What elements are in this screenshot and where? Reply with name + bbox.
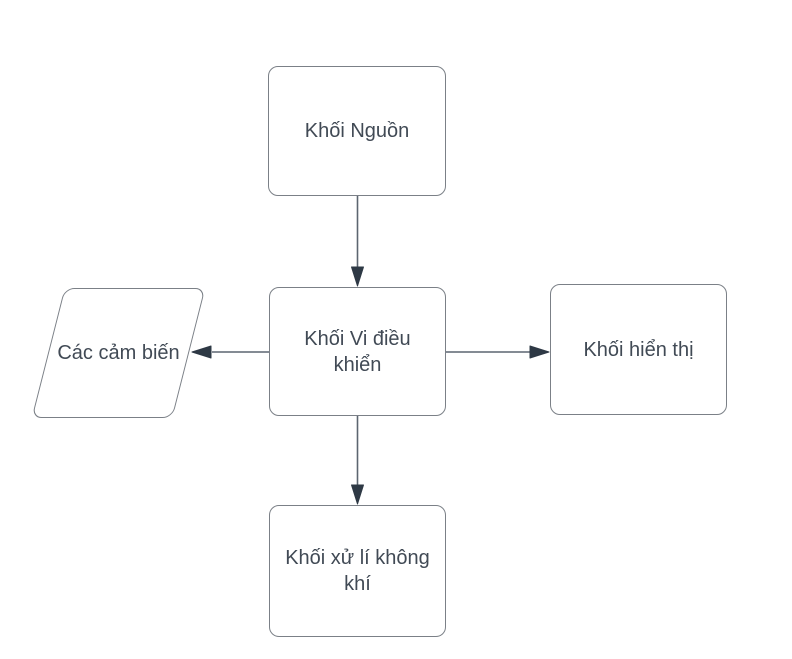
node-sensors-parallelogram	[31, 288, 206, 418]
node-power-label: Khối Nguồn	[304, 120, 410, 142]
node-display-block: Khối hiển thị	[550, 284, 727, 415]
arrowhead-right-icon	[529, 345, 550, 359]
arrowhead-left-icon	[191, 345, 212, 359]
arrowhead-down-icon	[351, 484, 364, 505]
arrow-power-to-mcu	[351, 196, 364, 287]
node-air-processing-label: Khối xử lí không khí	[285, 547, 430, 595]
node-display-label: Khối hiển thị	[583, 338, 694, 361]
arrowhead-down-icon	[351, 266, 364, 287]
node-air-processing-block: Khối xử lí không khí	[269, 505, 446, 637]
node-microcontroller-block: Khối Vi điều khiển	[269, 287, 446, 416]
node-power-block: Khối Nguồn	[268, 66, 446, 196]
arrow-mcu-to-display	[446, 345, 550, 359]
arrow-mcu-to-sensors	[191, 345, 269, 359]
node-microcontroller-label: Khối Vi điều khiển	[304, 327, 411, 376]
arrow-mcu-to-air	[351, 416, 364, 505]
